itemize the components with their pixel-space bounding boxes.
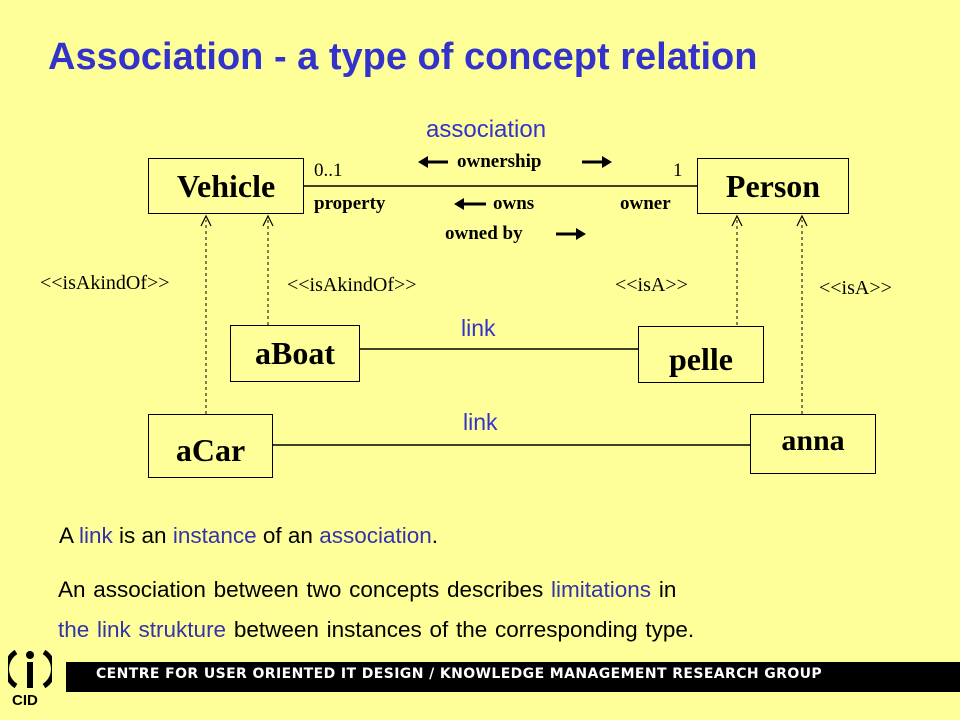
owns-label: owns	[493, 193, 535, 214]
multiplicity-right: 1	[673, 160, 683, 181]
stereotype-pelle-person: <<isA>>	[615, 274, 688, 296]
cid-logo-label: CID	[12, 692, 38, 709]
box-aboat: aBoat	[230, 325, 360, 382]
role-right: owner	[620, 193, 671, 214]
page-title: Association - a type of concept relation	[48, 36, 758, 78]
cid-logo-icon	[8, 649, 52, 689]
text: is an	[112, 523, 173, 548]
text-highlight: link	[79, 523, 113, 548]
box-vehicle: Vehicle	[148, 158, 304, 214]
arrowhead-pelle-person	[731, 214, 743, 227]
arrowhead-acar-vehicle	[200, 214, 212, 227]
box-acar: aCar	[148, 414, 273, 478]
text-highlight: instance	[172, 523, 257, 548]
text: .	[431, 523, 439, 548]
paragraph-association-line2: the link strukture between instances of …	[58, 617, 694, 643]
footer-banner-text: CENTRE FOR USER ORIENTED IT DESIGN / KNO…	[96, 666, 823, 682]
link-label-boat-pelle: link	[461, 315, 496, 341]
text: in	[651, 577, 677, 602]
paragraph-association-line1: An association between two concepts desc…	[58, 577, 676, 603]
arrowhead-anna-person	[796, 214, 808, 227]
stereotype-aboat-vehicle: <<isAkindOf>>	[287, 274, 417, 296]
paragraph-link-definition: A link is an instance of an association.	[59, 523, 438, 549]
text-highlight: the link strukture	[58, 617, 227, 642]
text: An association between two concepts desc…	[58, 577, 552, 602]
stereotype-anna-person: <<isA>>	[819, 277, 892, 299]
text: between instances of the corresponding t…	[226, 617, 695, 642]
box-person: Person	[697, 158, 849, 214]
text: of an	[256, 523, 320, 548]
multiplicity-left: 0..1	[314, 160, 343, 181]
association-heading: association	[426, 116, 547, 143]
arrowhead-aboat-vehicle	[262, 214, 274, 227]
text: A	[59, 523, 80, 548]
stereotype-acar-vehicle: <<isAkindOf>>	[40, 272, 170, 294]
box-anna: anna	[750, 414, 876, 474]
footer-banner	[66, 662, 960, 692]
role-left: property	[314, 193, 386, 214]
link-label-car-anna: link	[463, 409, 498, 435]
text-highlight: limitations	[551, 577, 652, 602]
association-name: ownership	[457, 151, 542, 172]
box-pelle: pelle	[638, 326, 764, 383]
text-highlight: association	[319, 523, 432, 548]
owned-by-label: owned by	[445, 223, 523, 244]
